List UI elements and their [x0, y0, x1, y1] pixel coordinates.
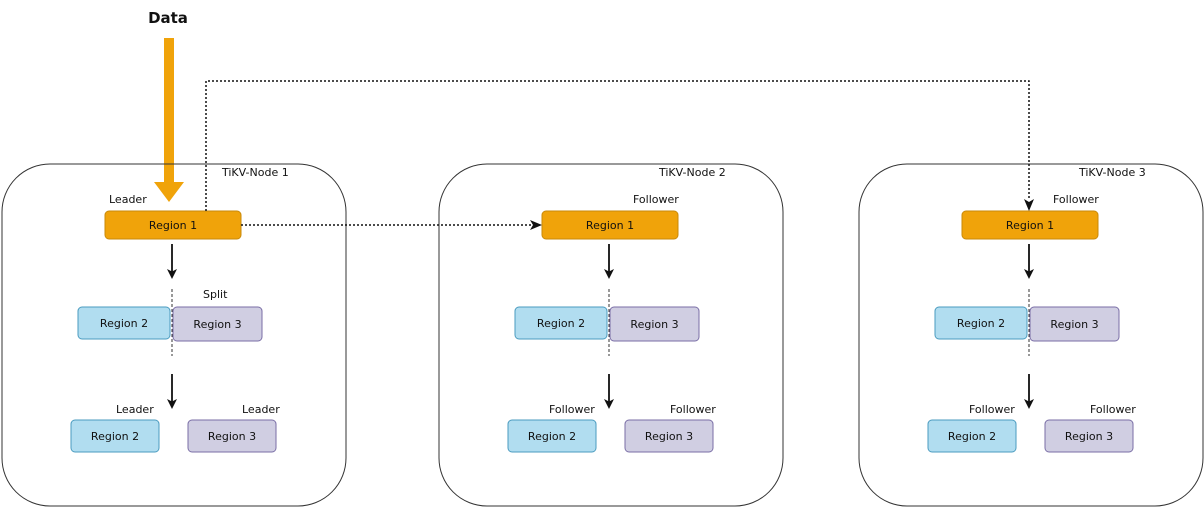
data-arrow: [154, 38, 184, 202]
node-name: TiKV-Node 2: [658, 166, 726, 179]
split-region3-box-label: Region 3: [630, 318, 678, 331]
split-region3-box: Region 3: [172, 306, 263, 342]
region1-box: Region 1: [961, 210, 1099, 240]
final-region3-box: Region 3: [187, 419, 277, 453]
region1-box-label: Region 1: [1006, 219, 1054, 232]
final-region3-box-label: Region 3: [208, 430, 256, 443]
region3-role: Leader: [242, 403, 280, 416]
node-container: [858, 163, 1204, 507]
replication-link-node3: [205, 80, 1034, 211]
final-region2-box-label: Region 2: [948, 430, 996, 443]
region1-box-label: Region 1: [586, 219, 634, 232]
split-region2-box: Region 2: [514, 306, 608, 340]
region2-role: Follower: [969, 403, 1015, 416]
final-region2-box-label: Region 2: [528, 430, 576, 443]
node-name: TiKV-Node 1: [221, 166, 289, 179]
split-region2-box: Region 2: [77, 306, 171, 340]
node-container: [438, 163, 784, 507]
final-region2-box: Region 2: [927, 419, 1017, 453]
final-region3-box: Region 3: [1044, 419, 1134, 453]
node-container: [1, 163, 347, 507]
split-region2-box-label: Region 2: [100, 317, 148, 330]
region1-role: Follower: [633, 193, 679, 206]
region1-role: Follower: [1053, 193, 1099, 206]
split-region3-box: Region 3: [609, 306, 700, 342]
final-region3-box: Region 3: [624, 419, 714, 453]
data-title: Data: [148, 9, 188, 27]
split-region3-box-label: Region 3: [1050, 318, 1098, 331]
split-region3-box-label: Region 3: [193, 318, 241, 331]
final-region2-box: Region 2: [507, 419, 597, 453]
region1-box: Region 1: [541, 210, 679, 240]
region2-role: Leader: [116, 403, 154, 416]
region2-role: Follower: [549, 403, 595, 416]
final-region2-box-label: Region 2: [91, 430, 139, 443]
split-region3-box: Region 3: [1029, 306, 1120, 342]
replication-link-node2: [241, 220, 542, 230]
region1-box: Region 1: [104, 210, 242, 240]
split-region2-box: Region 2: [934, 306, 1028, 340]
split-region2-box-label: Region 2: [537, 317, 585, 330]
final-region2-box: Region 2: [70, 419, 160, 453]
final-region3-box-label: Region 3: [1065, 430, 1113, 443]
region3-role: Follower: [1090, 403, 1136, 416]
region1-role: Leader: [109, 193, 147, 206]
node-name: TiKV-Node 3: [1078, 166, 1146, 179]
final-region3-box-label: Region 3: [645, 430, 693, 443]
split-label: Split: [203, 288, 228, 301]
region3-role: Follower: [670, 403, 716, 416]
region1-box-label: Region 1: [149, 219, 197, 232]
split-region2-box-label: Region 2: [957, 317, 1005, 330]
